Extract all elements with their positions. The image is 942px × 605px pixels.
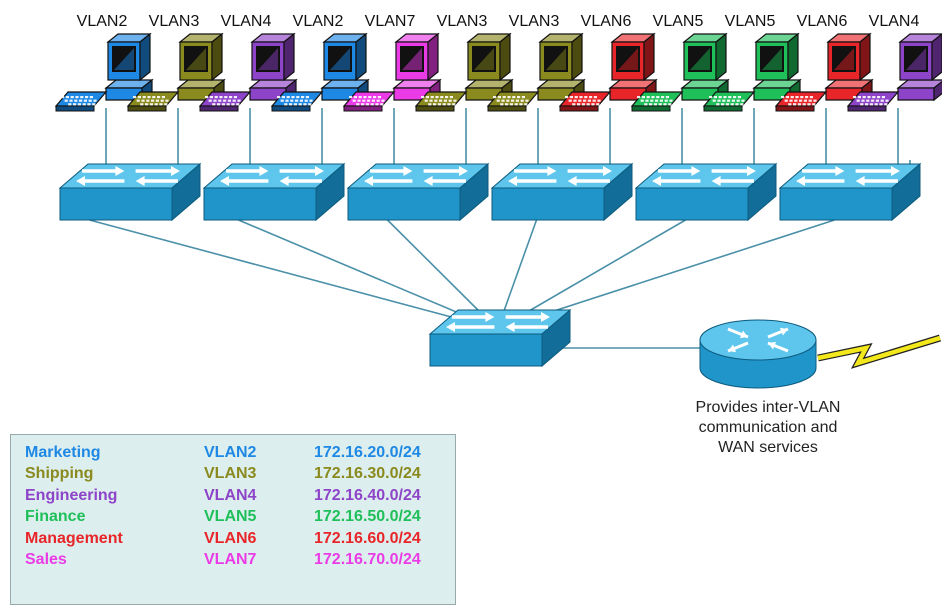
computer-icon — [774, 32, 874, 112]
legend-row: Management VLAN6 172.16.60.0/24 — [11, 528, 455, 550]
computer-icon — [342, 32, 442, 112]
computer-vlan-label: VLAN2 — [293, 13, 344, 30]
computer-icon — [846, 33, 942, 112]
legend-vlan: VLAN6 — [204, 529, 257, 547]
legend-vlan: VLAN2 — [204, 443, 257, 461]
switch-core-link — [89, 219, 471, 323]
computer-icon — [558, 32, 658, 112]
legend-row: Marketing VLAN2 172.16.20.0/24 — [11, 442, 455, 464]
computer-icon — [630, 32, 730, 112]
computer-vlan-label: VLAN4 — [869, 13, 920, 30]
legend-vlan: VLAN7 — [204, 551, 257, 569]
legend-network: 172.16.30.0/24 — [314, 465, 421, 483]
legend-department: Shipping — [25, 465, 94, 483]
computer-vlan-label: VLAN5 — [725, 13, 776, 30]
legend-department: Marketing — [25, 443, 101, 461]
router-caption-line2: communication and — [699, 419, 838, 436]
legend-vlan: VLAN5 — [204, 508, 257, 526]
access-switches — [58, 162, 922, 222]
switch-core-link — [509, 219, 686, 323]
computer-vlan-label: VLAN6 — [581, 13, 632, 30]
switch-core-link — [386, 219, 491, 323]
computer-vlan-label: VLAN3 — [509, 13, 560, 30]
computer-vlan-label: VLAN4 — [221, 13, 272, 30]
router-caption-line3: WAN services — [718, 439, 818, 456]
legend-department: Finance — [25, 508, 86, 526]
legend-vlan: VLAN3 — [204, 465, 257, 483]
legend-row: Sales VLAN7 172.16.70.0/24 — [11, 550, 455, 572]
legend-row: Engineering VLAN4 172.16.40.0/24 — [11, 485, 455, 507]
computer-icon — [414, 32, 514, 112]
router-caption-line1: Provides inter-VLAN — [696, 399, 841, 416]
computer-vlan-label: VLAN5 — [653, 13, 704, 30]
computer-vlan-label: VLAN2 — [77, 13, 128, 30]
computer-vlan-label: VLAN3 — [149, 13, 200, 30]
router-icon — [699, 319, 817, 389]
switch-core-link — [499, 219, 538, 323]
legend-network: 172.16.60.0/24 — [314, 529, 421, 547]
access-switch-icon — [58, 162, 202, 222]
switch-core-link — [519, 219, 835, 323]
legend-network: 172.16.20.0/24 — [314, 443, 421, 461]
access-switch-icon — [346, 162, 490, 222]
legend-row: Shipping VLAN3 172.16.30.0/24 — [11, 464, 455, 486]
core-switch — [428, 308, 572, 368]
legend-row: Finance VLAN5 172.16.50.0/24 — [11, 507, 455, 529]
access-switch-icon — [634, 162, 778, 222]
computer-icon — [54, 32, 154, 112]
computer-vlan-label: VLAN3 — [437, 13, 488, 30]
computer-vlan-label: VLAN6 — [797, 13, 848, 30]
access-switch-icon — [202, 162, 346, 222]
wan-link-lightning-fill — [817, 335, 941, 367]
legend-department: Sales — [25, 551, 67, 569]
computer-icon — [270, 32, 370, 112]
computer-icon — [486, 32, 586, 112]
network-links — [89, 108, 911, 349]
legend-department: Engineering — [25, 486, 118, 504]
router-caption: Provides inter-VLAN communication and WA… — [696, 399, 841, 456]
legend-vlan: VLAN4 — [204, 486, 257, 504]
access-switch-icon — [490, 162, 634, 222]
computer-vlan-label: VLAN7 — [365, 13, 416, 30]
access-switch-icon — [778, 162, 922, 222]
legend-department: Management — [25, 529, 123, 547]
computer-icon — [702, 32, 802, 112]
legend-network: 172.16.40.0/24 — [314, 486, 421, 504]
legend-network: 172.16.70.0/24 — [314, 551, 421, 569]
legend-network: 172.16.50.0/24 — [314, 508, 421, 526]
core-switch-icon — [428, 308, 572, 368]
computers-row: VLAN2 VLAN3 VLAN4 VLAN2 VLAN7 VLAN3 VLAN3 VLAN6… — [54, 13, 942, 112]
switch-core-link — [238, 219, 481, 323]
